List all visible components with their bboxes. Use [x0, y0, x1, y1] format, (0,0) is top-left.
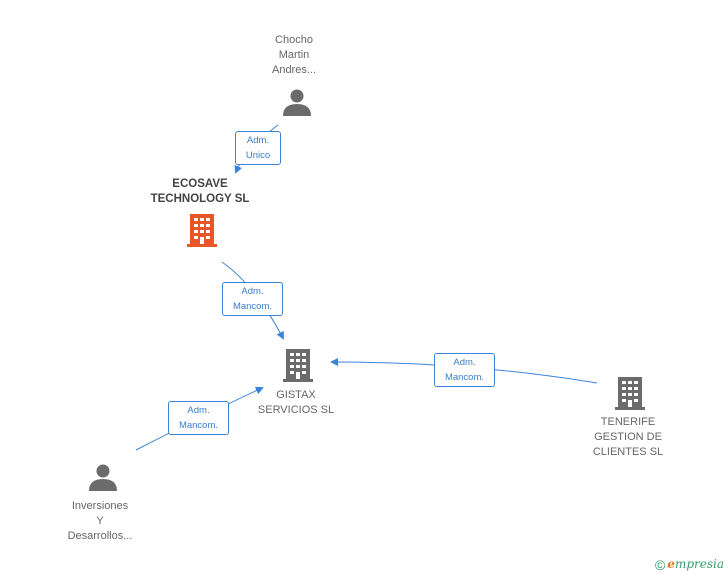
- node-label-gistax[interactable]: GISTAX SERVICIOS SL: [257, 389, 335, 416]
- node-label-chocho[interactable]: Chocho Martin Andres...: [271, 34, 317, 76]
- building-icon[interactable]: [281, 347, 315, 383]
- relation-label-chocho-ecosave[interactable]: Adm. Unico: [235, 131, 281, 165]
- node-label-tenerife[interactable]: TENERIFE GESTION DE CLIENTES SL: [592, 416, 664, 458]
- relation-label-ecosave-gistax[interactable]: Adm. Mancom.: [222, 282, 283, 316]
- node-label-ecosave[interactable]: ECOSAVE TECHNOLOGY SL: [150, 178, 250, 205]
- person-icon[interactable]: [282, 88, 312, 118]
- empresia-watermark: ©empresia: [655, 557, 724, 573]
- relation-role: Adm.: [453, 357, 476, 368]
- building-icon[interactable]: [613, 375, 647, 411]
- relation-label-tenerife-gistax[interactable]: Adm. Mancom.: [434, 353, 495, 387]
- brand-logo: empresia: [667, 557, 724, 572]
- relation-type: Mancom.: [444, 372, 485, 383]
- relation-type: Unico: [245, 150, 271, 161]
- person-icon[interactable]: [88, 463, 118, 493]
- copyright-icon: ©: [654, 557, 666, 573]
- relation-role: Adm.: [246, 135, 270, 146]
- building-icon[interactable]: [185, 212, 219, 248]
- relation-role: Adm.: [187, 405, 210, 416]
- node-label-inversiones[interactable]: Inversiones Y Desarrollos...: [67, 500, 133, 542]
- relation-role: Adm.: [241, 286, 264, 297]
- relation-label-inversiones-gistax[interactable]: Adm. Mancom.: [168, 401, 229, 435]
- relation-type: Mancom.: [232, 301, 273, 312]
- relation-type: Mancom.: [178, 420, 219, 431]
